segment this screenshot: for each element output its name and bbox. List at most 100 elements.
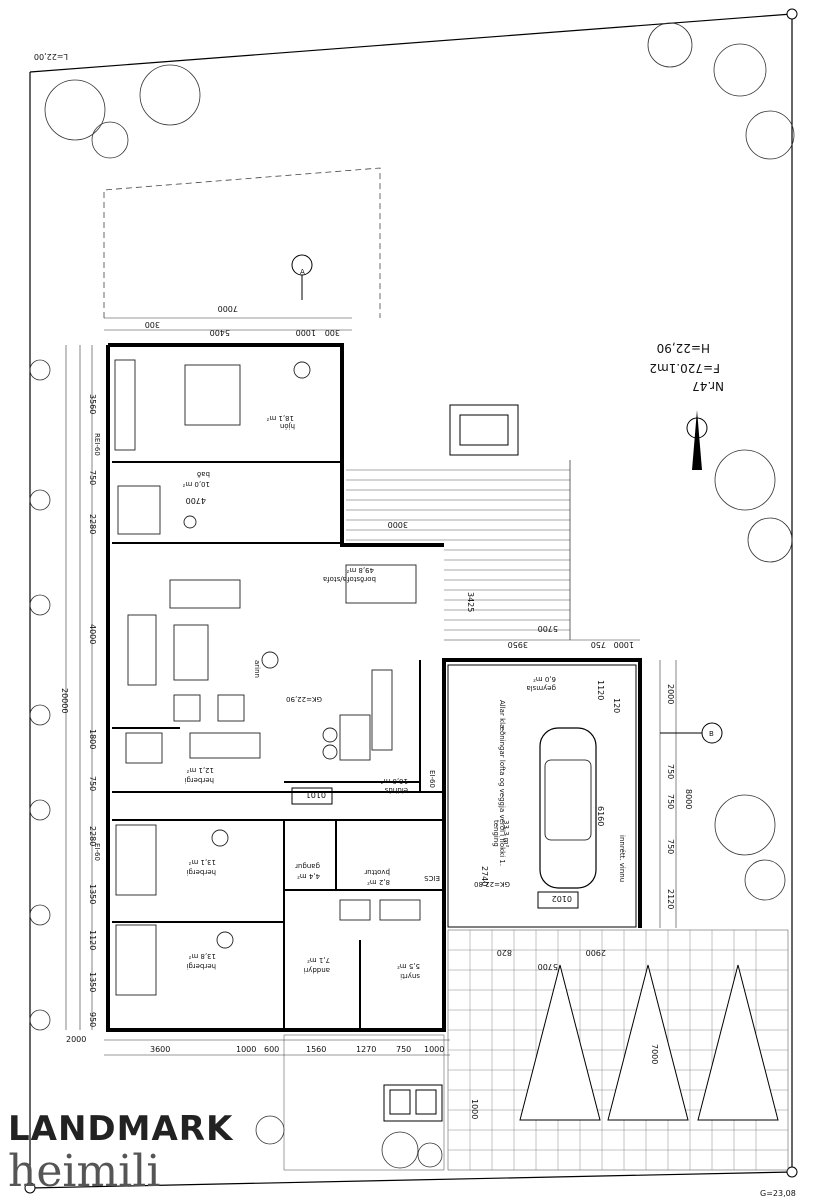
paving — [283, 929, 789, 1171]
dim-top-part-1: 300 — [145, 320, 160, 329]
room-area-living: 49,8 m² — [346, 566, 374, 574]
dim-bottom-total: 2000 — [66, 1035, 86, 1044]
room-area-bath-top: 10,0 m² — [182, 480, 210, 488]
dim-left-7: 2280 — [88, 826, 97, 846]
room-name-left-3: herbergi — [186, 962, 216, 970]
dim-bottom-2: 1000 — [236, 1045, 256, 1054]
room-name-bath-top: bað — [197, 470, 210, 478]
floor-level-label: GK=22,90 — [286, 695, 322, 703]
dim-bottom-5: 1270 — [356, 1045, 376, 1054]
parking-triangles — [519, 964, 779, 1121]
section-a-label: A — [300, 268, 305, 276]
corner-label-top-left: L=22,00 — [34, 52, 68, 61]
room-name-hall: tenging — [492, 820, 500, 847]
dim-bottom-7: 1000 — [424, 1045, 444, 1054]
fire-rating-label-2: REI-60 — [93, 433, 101, 456]
room-name-living: borðstofa/stofa — [323, 575, 376, 583]
bedroom-furniture — [114, 359, 311, 535]
plot-boundary — [29, 13, 793, 1189]
dim-bottom-3: 600 — [264, 1045, 279, 1054]
left-rooms-furniture — [115, 824, 421, 996]
dim-left-8: 1350 — [88, 884, 97, 904]
dim-garage-7: 120 — [612, 698, 621, 713]
garage-floor-label: GK=22,80 — [474, 880, 510, 888]
brand-logo-line1: LANDMARK — [8, 1109, 234, 1149]
dim-deck-5: 750 — [591, 640, 606, 649]
hot-tub — [449, 404, 519, 456]
room-name-kitchen: eldhús — [384, 786, 408, 794]
room-area-wc: 5,5 m² — [397, 962, 420, 970]
dim-paving-1: 5700 — [538, 962, 558, 971]
fire-rating-label: EI-60 — [428, 770, 436, 788]
section-marker-b — [660, 722, 723, 744]
dim-left-10: 1350 — [88, 972, 97, 992]
dim-garage-5: 2740 — [480, 866, 489, 886]
room-name-left-2: herbergi — [186, 868, 216, 876]
dim-top-part-2: 5400 — [210, 328, 230, 337]
dim-top-part-4: 300 — [325, 328, 340, 337]
dim-left-2: 750 — [88, 470, 97, 485]
dim-deck-6: 1000 — [614, 640, 634, 649]
room-area-hallway: 4,4 m² — [297, 872, 320, 880]
room-name-wc: snyrti — [400, 972, 420, 980]
room-area-laundry: 8,2 m² — [367, 878, 390, 886]
fireplace-label: arinn — [253, 660, 261, 678]
corner-label-bottom-right: G=23,08 — [760, 1189, 796, 1198]
tree-clusters — [29, 22, 795, 1169]
dim-left-1: 3560 — [88, 394, 97, 414]
dim-deck-2: 3425 — [466, 592, 475, 612]
dim-deck-3: 5700 — [538, 624, 558, 633]
room-name-bedroom-top: hjón — [280, 422, 295, 430]
room-area-bedroom-top: 18,1 m² — [266, 414, 294, 422]
setback-line — [103, 167, 381, 318]
dim-left-6: 750 — [88, 776, 97, 791]
fire-rating-label-3: EI-60 — [93, 843, 101, 861]
dim-bottom-6: 750 — [396, 1045, 411, 1054]
dim-left-4: 4000 — [88, 624, 97, 644]
dim-right-2: 750 — [666, 764, 675, 779]
room-area-hall: 33,3 m² — [502, 820, 510, 848]
dim-top-total: 7000 — [218, 304, 238, 313]
room-area-entry: 7,1 m² — [307, 956, 330, 964]
unit-house-box — [291, 787, 333, 805]
unit-garage-box — [537, 891, 579, 909]
room-area-left-1: 12,1 m² — [186, 766, 214, 774]
room-area-left-2: 13,1 m² — [188, 858, 216, 866]
dim-left-total: 20000 — [60, 688, 69, 713]
site-number: Nr.47 — [692, 379, 724, 393]
dim-left-5: 1800 — [88, 729, 97, 749]
dim-top-part-3: 1000 — [296, 328, 316, 337]
interior-walls — [112, 461, 444, 1030]
dim-bottom-1: 3600 — [150, 1045, 170, 1054]
site-height: H=22,90 — [657, 341, 710, 355]
dim-deck-4: 3950 — [508, 640, 528, 649]
dim-garage-4: 6160 — [596, 806, 605, 826]
dim-right-4: 750 — [666, 839, 675, 854]
boundary-pins — [24, 8, 798, 1194]
section-marker-a — [291, 254, 313, 300]
room-name-storage: geymsla — [526, 684, 556, 692]
room-name-laundry: þvottur — [364, 868, 390, 876]
section-b-label: B — [709, 730, 714, 738]
room-name-hallway: gangur — [295, 862, 320, 870]
fire-rating-label-4: EICS — [424, 874, 440, 882]
dim-garage-2: 820 — [497, 948, 512, 957]
room-name-left-1: herbergi — [184, 776, 214, 784]
room-area-kitchen: 16,0 m² — [380, 777, 408, 785]
north-arrow-icon — [686, 410, 708, 470]
garage-storage-label: innrétt. vinnu — [618, 835, 626, 882]
dim-bottom-4: 1560 — [306, 1045, 326, 1054]
unit-house-label: 0101 — [306, 790, 326, 799]
room-area-storage: 6,0 m² — [533, 675, 556, 683]
unit-garage-label: 0102 — [552, 894, 572, 903]
dim-paving-3: 1000 — [470, 1099, 479, 1119]
dim-left-3: 2280 — [88, 514, 97, 534]
deck — [346, 460, 571, 640]
dim-left-11: 950 — [88, 1012, 97, 1027]
dim-paving-2: 7000 — [650, 1044, 659, 1064]
dim-right-5: 2120 — [666, 889, 675, 909]
dim-garage-6: 1120 — [596, 680, 605, 700]
dim-right-3: 750 — [666, 794, 675, 809]
dim-left-9: 1120 — [88, 930, 97, 950]
dimension-lines — [65, 317, 677, 1056]
